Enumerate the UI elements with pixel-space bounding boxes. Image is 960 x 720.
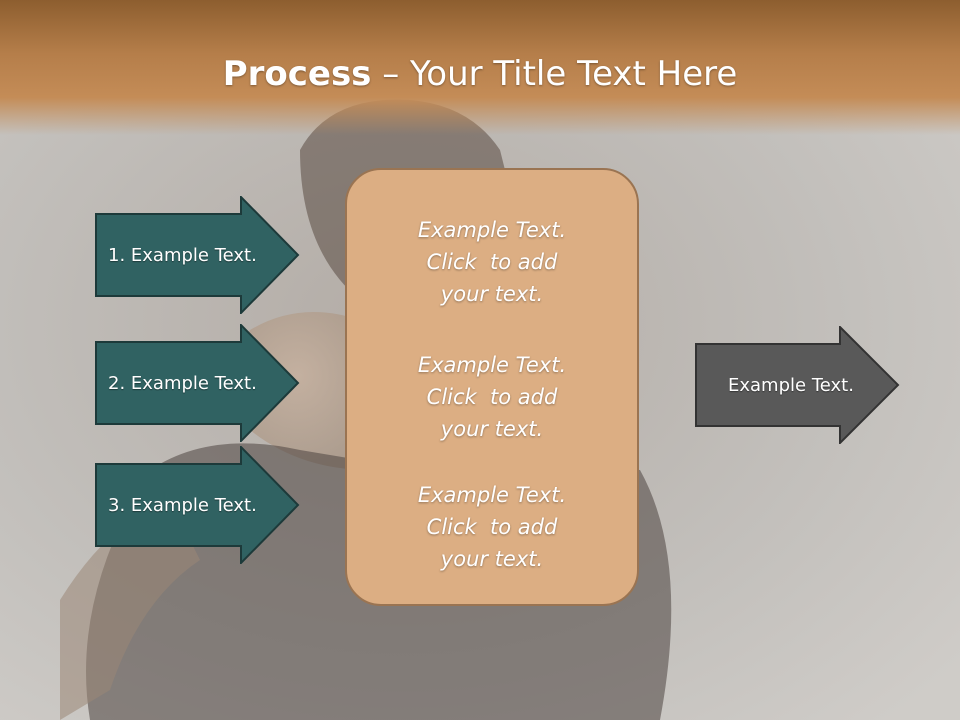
title-bold: Process: [222, 54, 372, 94]
block-3-line-3: your text.: [440, 547, 544, 571]
center-text-block-1: Example Text. Click to add your text.: [347, 214, 637, 310]
arrow-2[interactable]: 2. Example Text.: [95, 324, 300, 442]
block-1-line-2: Click to add: [426, 250, 558, 274]
title-band: [0, 0, 960, 135]
arrow-3-label: 3. Example Text.: [108, 494, 257, 516]
arrow-3-shape: [95, 446, 300, 564]
arrow-3[interactable]: 3. Example Text.: [95, 446, 300, 564]
center-text-block-3: Example Text. Click to add your text.: [347, 479, 637, 575]
block-2-line-1: Example Text.: [417, 353, 567, 377]
arrow-right[interactable]: Example Text.: [695, 326, 900, 444]
center-text-block-2: Example Text. Click to add your text.: [347, 349, 637, 445]
title-rest: – Your Title Text Here: [371, 54, 738, 94]
arrow-1-label: 1. Example Text.: [108, 244, 257, 266]
block-2-line-3: your text.: [440, 417, 544, 441]
arrow-right-shape: [695, 326, 900, 444]
arrow-right-label: Example Text.: [728, 374, 854, 396]
slide-title: Process – Your Title Text Here: [0, 52, 960, 96]
block-1-line-1: Example Text.: [417, 218, 567, 242]
arrow-1-shape: [95, 196, 300, 314]
arrow-2-shape: [95, 324, 300, 442]
block-3-line-1: Example Text.: [417, 483, 567, 507]
block-1-line-3: your text.: [440, 282, 544, 306]
block-2-line-2: Click to add: [426, 385, 558, 409]
block-3-line-2: Click to add: [426, 515, 558, 539]
arrow-1[interactable]: 1. Example Text.: [95, 196, 300, 314]
center-text-box[interactable]: Example Text. Click to add your text. Ex…: [345, 168, 639, 606]
arrow-2-label: 2. Example Text.: [108, 372, 257, 394]
